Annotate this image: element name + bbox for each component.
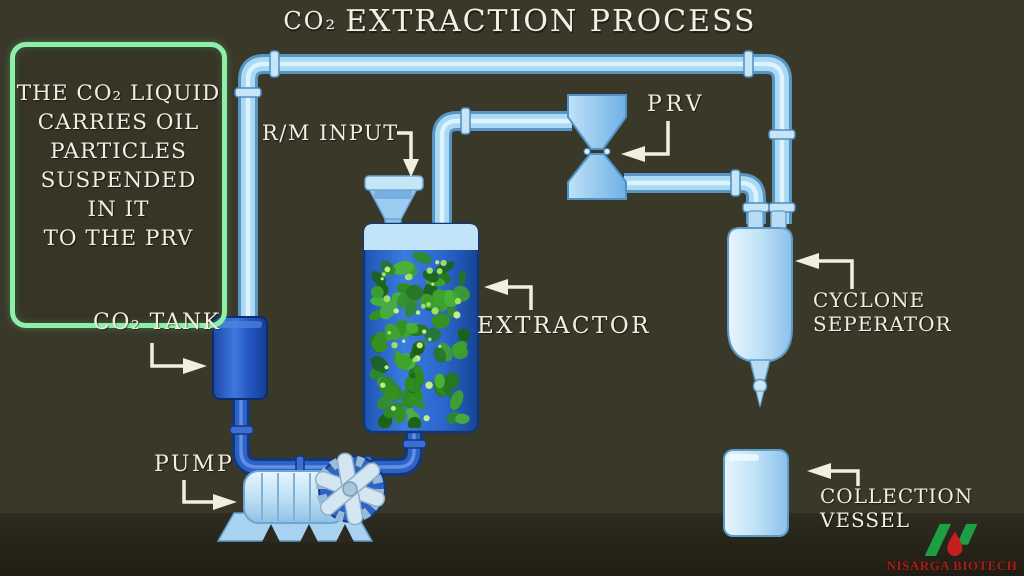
- label-extractor: EXTRACTOR: [477, 313, 652, 339]
- pipe-extractor-to-prv: [432, 111, 572, 228]
- pipe-prv-to-cyclone: [624, 173, 766, 224]
- pipe-recycle-line: [238, 54, 792, 320]
- pump-impeller-gear: [314, 452, 386, 526]
- info-line: SUSPENDED: [40, 168, 197, 193]
- extractor-vessel: [362, 175, 480, 434]
- prv-valve: [567, 94, 627, 200]
- annotation-arrows: [150, 121, 860, 510]
- arrow-rm-input: [397, 131, 419, 177]
- label-cyclone-line1: CYCLONE: [813, 288, 926, 312]
- cyclone-separator-vessel: [727, 210, 793, 408]
- gas-pipe-loop: [234, 50, 796, 320]
- info-callout-box: THE CO₂ LIQUID CARRIES OIL PARTICLES SUS…: [10, 42, 227, 328]
- label-collection-vessel: COLLECTION VESSEL: [820, 484, 973, 532]
- info-line: THE CO₂ LIQUID: [16, 81, 221, 106]
- arrow-pump: [182, 480, 237, 510]
- label-rm-input: R/M INPUT: [262, 121, 399, 145]
- label-pump: PUMP: [154, 452, 235, 477]
- collection-vessel-cup: [723, 449, 789, 537]
- arrow-collection: [807, 463, 860, 486]
- co2-tank-vessel: [212, 316, 268, 400]
- label-collection-line1: COLLECTION: [820, 484, 974, 508]
- plant-material: [369, 252, 471, 428]
- info-line: CARRIES OIL: [37, 110, 200, 135]
- arrow-cyclone: [795, 253, 854, 289]
- label-co2-tank: CO₂ TANK: [93, 310, 221, 335]
- arrow-extractor: [484, 279, 533, 310]
- info-line: IN IT: [87, 197, 150, 222]
- hopper-rim: [364, 175, 424, 191]
- label-cyclone-line2: SEPERATOR: [813, 312, 952, 336]
- company-logo: NISARGA BIOTECH: [884, 520, 1020, 574]
- gas-pipe-joints: [234, 50, 796, 213]
- label-prv: PRV: [647, 92, 706, 117]
- logo-mark-icon: [924, 523, 978, 556]
- arrow-prv: [621, 121, 670, 162]
- label-collection-line2: VESSEL: [820, 508, 910, 532]
- pump-assembly: [216, 452, 386, 542]
- arrow-co2-tank: [150, 343, 207, 374]
- title-co2: CO₂: [283, 7, 338, 35]
- info-line: PARTICLES: [50, 139, 187, 164]
- info-line: TO THE PRV: [43, 226, 194, 251]
- floor: [0, 513, 1024, 576]
- label-cyclone-separator: CYCLONE SEPERATOR: [813, 288, 952, 336]
- logo-company-name: NISARGA BIOTECH: [886, 558, 1018, 573]
- cyclone-outlet-nozzle: [749, 359, 771, 381]
- title-text: EXTRACTION PROCESS: [345, 4, 757, 39]
